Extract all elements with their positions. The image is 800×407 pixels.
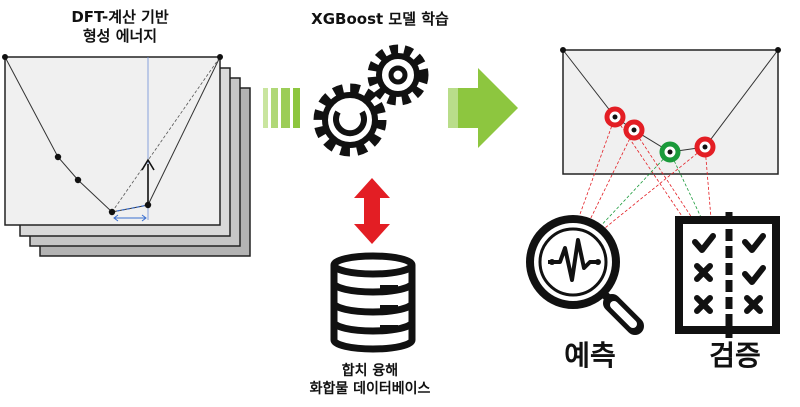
magnifier-icon — [526, 215, 644, 335]
data-point — [217, 54, 223, 60]
prediction-hull-line — [562, 49, 779, 153]
dft-title-line2: 형성 에너지 — [82, 26, 158, 45]
convex-hull-line — [4, 56, 221, 213]
predict-marker — [623, 119, 645, 141]
database-icon — [330, 252, 416, 353]
checklist-icon — [675, 212, 780, 338]
gears-icon — [313, 44, 429, 157]
data-point — [2, 54, 8, 60]
green-arrow-left — [263, 88, 300, 128]
arrow-shape — [448, 68, 518, 148]
database-title: 합치 융해 화합물 데이터베이스 — [270, 363, 470, 398]
prediction-label: 예측 — [564, 339, 616, 372]
arrow-stripe — [293, 88, 300, 128]
distance-arrow-heads — [113, 214, 147, 222]
data-point — [54, 153, 62, 161]
data-point — [108, 208, 116, 216]
predict-marker — [604, 106, 626, 128]
db-title-line1: 합치 융해 — [341, 363, 399, 379]
energy-arrow-head — [141, 158, 155, 171]
predict-marker — [694, 136, 716, 158]
validate-marker — [659, 141, 681, 163]
arrow-shape — [354, 178, 390, 244]
dft-title-line1: DFT-계산 기반 — [71, 8, 169, 26]
dft-energy-title: DFT-계산 기반 형성 에너지 — [40, 8, 200, 46]
data-point — [74, 176, 82, 184]
guide-dashed-line — [111, 56, 221, 213]
arrow-fade — [448, 88, 458, 128]
prediction-panel — [560, 47, 781, 233]
data-point — [560, 47, 566, 53]
dft-main-panel — [4, 56, 221, 226]
dft-panel-stack — [2, 54, 251, 257]
validation-label: 검증 — [709, 339, 761, 372]
arrow-stripe — [263, 88, 268, 128]
db-title-line2: 화합물 데이터베이스 — [309, 380, 431, 397]
guide-blue-dashed — [111, 204, 149, 213]
xgboost-training-title: XGBoost 모델 학습 — [311, 10, 449, 28]
green-arrow-right — [448, 68, 518, 148]
data-point — [775, 47, 781, 53]
arrow-stripe — [281, 88, 290, 128]
data-point — [144, 201, 152, 209]
red-double-arrow — [354, 178, 390, 244]
arrow-stripe — [271, 88, 278, 128]
